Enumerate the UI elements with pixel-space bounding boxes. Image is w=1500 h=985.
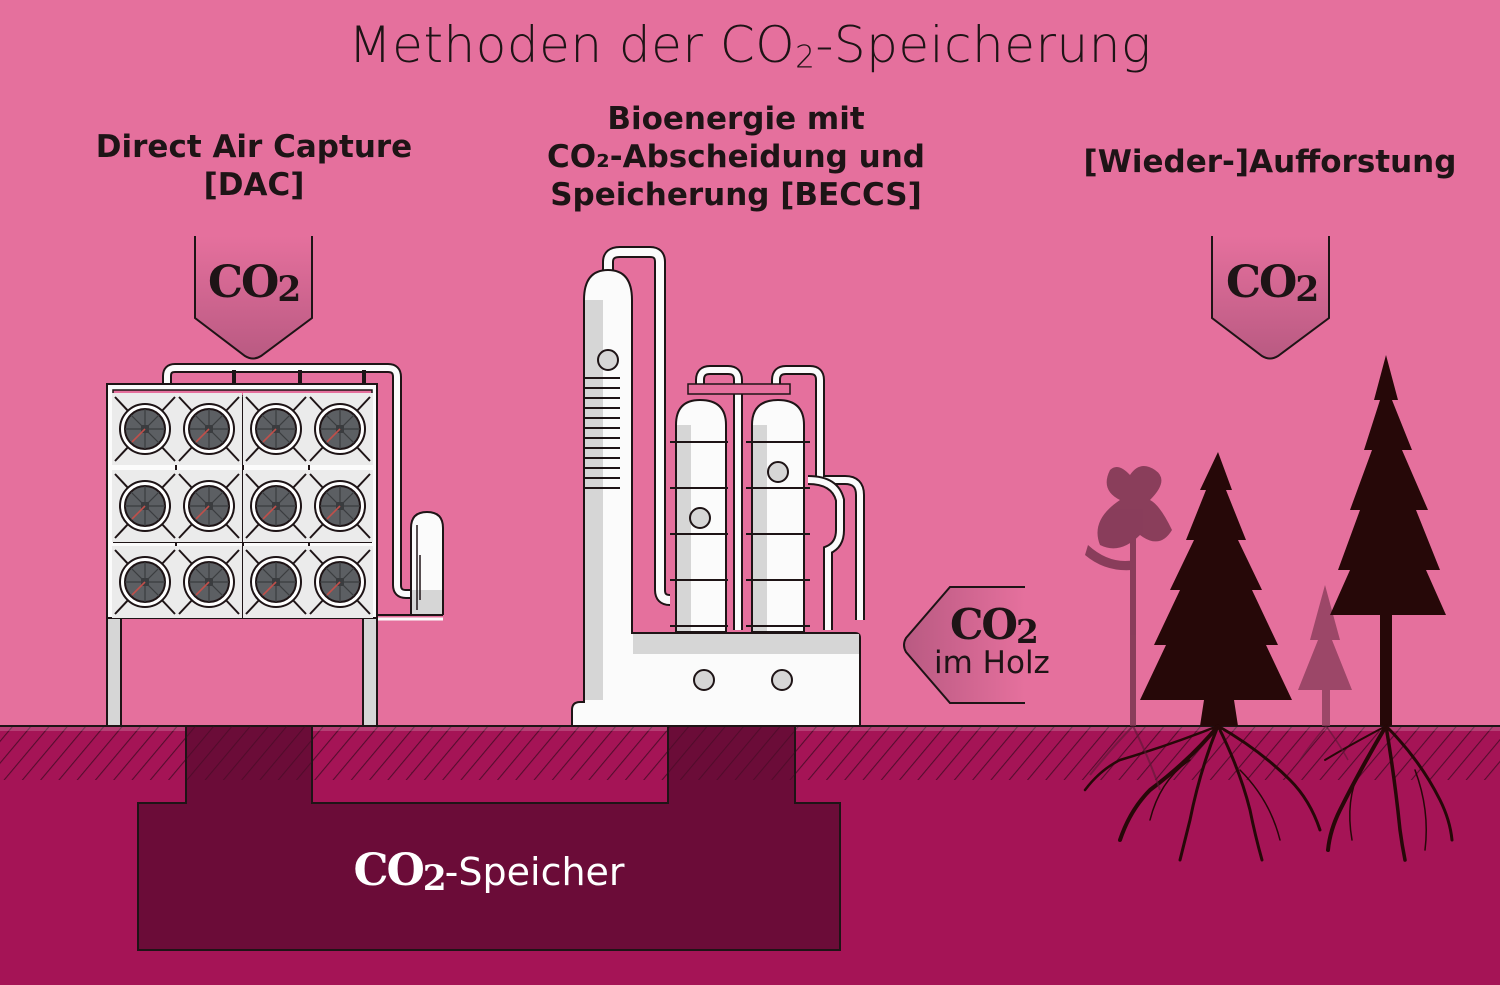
title-subscript: 2 (795, 39, 816, 76)
heading-dac: Direct Air Capture [DAC] (84, 128, 424, 204)
wood-arrow-text: im Holz (934, 645, 1050, 681)
tree-roots-faded (1089, 725, 1349, 791)
tree-spruce-large (1140, 452, 1292, 726)
wood-co2-arrow (903, 586, 1025, 704)
title-suffix: -Speicherung (815, 16, 1152, 74)
heading-beccs: Bioenergie mit CO₂-Abscheidung und Speic… (536, 100, 936, 214)
tree-spruce-faded (1298, 585, 1352, 726)
tree-pine-faded (1085, 466, 1172, 726)
co2-text: CO (1226, 257, 1297, 308)
storage-label-rest: -Speicher (444, 850, 625, 894)
title-prefix: Methoden der CO (348, 16, 796, 74)
heading-afforestation-line-1: [Wieder-]Aufforstung (1083, 144, 1457, 180)
page-title: Methoden der CO2-Speicherung (0, 16, 1500, 76)
co2-subscript: 2 (1295, 270, 1319, 311)
co2-text: CO (950, 600, 1018, 649)
dac-arrow-label: CO2 (208, 257, 301, 311)
heading-beccs-line-2: CO₂-Abscheidung und (547, 139, 925, 175)
dac-machine (106, 363, 444, 727)
co2-subscript: 2 (277, 270, 301, 311)
co2-storage-reservoir (137, 725, 841, 951)
tree-spruce-tall (1330, 355, 1446, 726)
co2-text: CO (353, 845, 424, 896)
heading-afforestation: [Wieder-]Aufforstung (1080, 143, 1460, 181)
heading-beccs-line-3: Speicherung [BECCS] (550, 177, 922, 213)
wood-arrow-label: CO2 (950, 600, 1039, 651)
storage-co2-text: CO2 (353, 845, 447, 899)
afforestation-arrow-label: CO2 (1226, 257, 1319, 311)
co2-subscript: 2 (422, 858, 447, 899)
heading-beccs-line-1: Bioenergie mit (607, 101, 865, 137)
co2-subscript: 2 (1016, 611, 1039, 651)
dac-co2-arrow (194, 236, 313, 360)
tree-roots (1083, 724, 1454, 862)
storage-label: CO2-Speicher (138, 845, 840, 899)
afforestation-co2-arrow (1211, 236, 1330, 360)
heading-dac-line-1: Direct Air Capture (95, 129, 413, 165)
co2-text: CO (208, 257, 279, 308)
heading-dac-line-2: [DAC] (203, 167, 305, 203)
beccs-plant (571, 246, 865, 727)
forest (1083, 355, 1454, 862)
